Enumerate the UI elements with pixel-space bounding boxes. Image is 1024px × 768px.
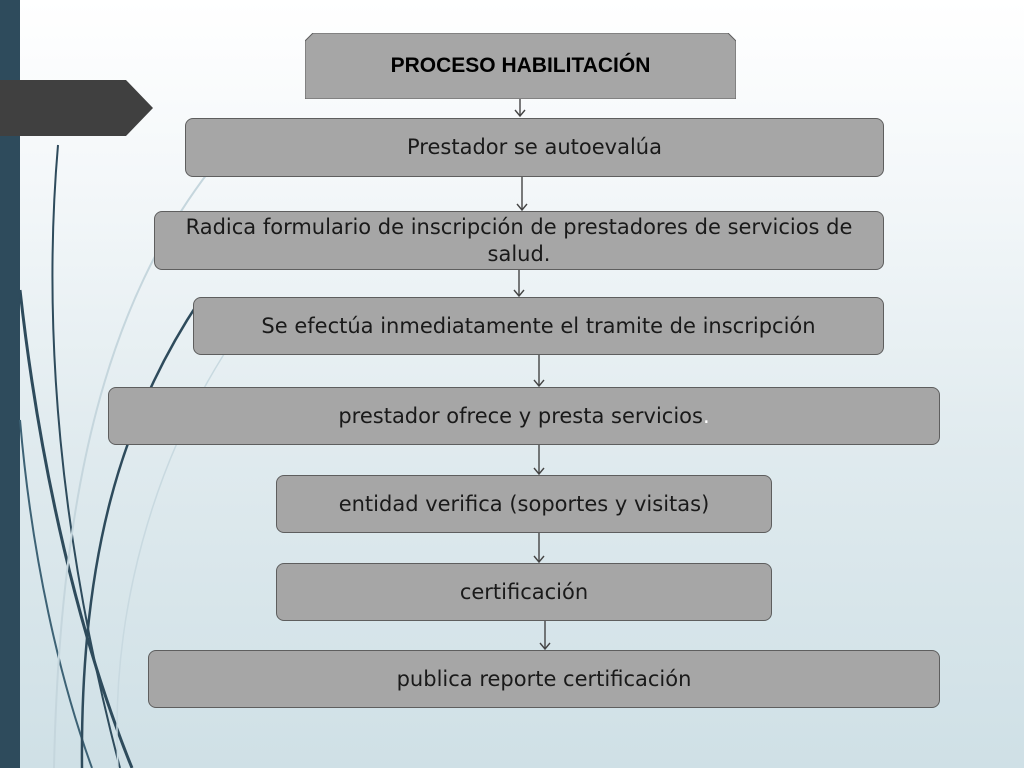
step-label: Radica formulario de inscripción de pres… xyxy=(185,215,853,266)
step-publish-report: publica reporte certificación xyxy=(148,650,940,708)
step-registration-procedure: Se efectúa inmediatamente el tramite de … xyxy=(193,297,884,355)
step-label-period: . xyxy=(702,403,710,428)
step-label: entidad verifica (soportes y visitas) xyxy=(338,491,710,516)
step-self-evaluation: Prestador se autoevalúa xyxy=(185,118,884,177)
title-text: PROCESO HABILITACIÓN xyxy=(390,54,651,77)
step-label: prestador ofrece y presta servicios. xyxy=(338,403,710,428)
step-entity-verifies: entidad verifica (soportes y visitas) xyxy=(276,475,772,533)
step-certification: certificación xyxy=(276,563,772,621)
process-title: PROCESO HABILITACIÓN xyxy=(305,33,736,99)
step-label: certificación xyxy=(459,579,589,604)
left-sidebar-bar xyxy=(0,0,20,768)
step-offers-services: prestador ofrece y presta servicios. xyxy=(108,387,940,445)
title-shape xyxy=(305,33,736,99)
step-registration-form: Radica formulario de inscripción de pres… xyxy=(154,211,884,270)
flow-connectors xyxy=(513,99,551,651)
step-label: Se efectúa inmediatamente el tramite de … xyxy=(261,313,816,338)
header-banner-tab xyxy=(0,80,153,136)
step-label: Prestador se autoevalúa xyxy=(407,135,662,160)
step-label: publica reporte certificación xyxy=(396,666,692,691)
decorative-curves xyxy=(18,144,241,768)
